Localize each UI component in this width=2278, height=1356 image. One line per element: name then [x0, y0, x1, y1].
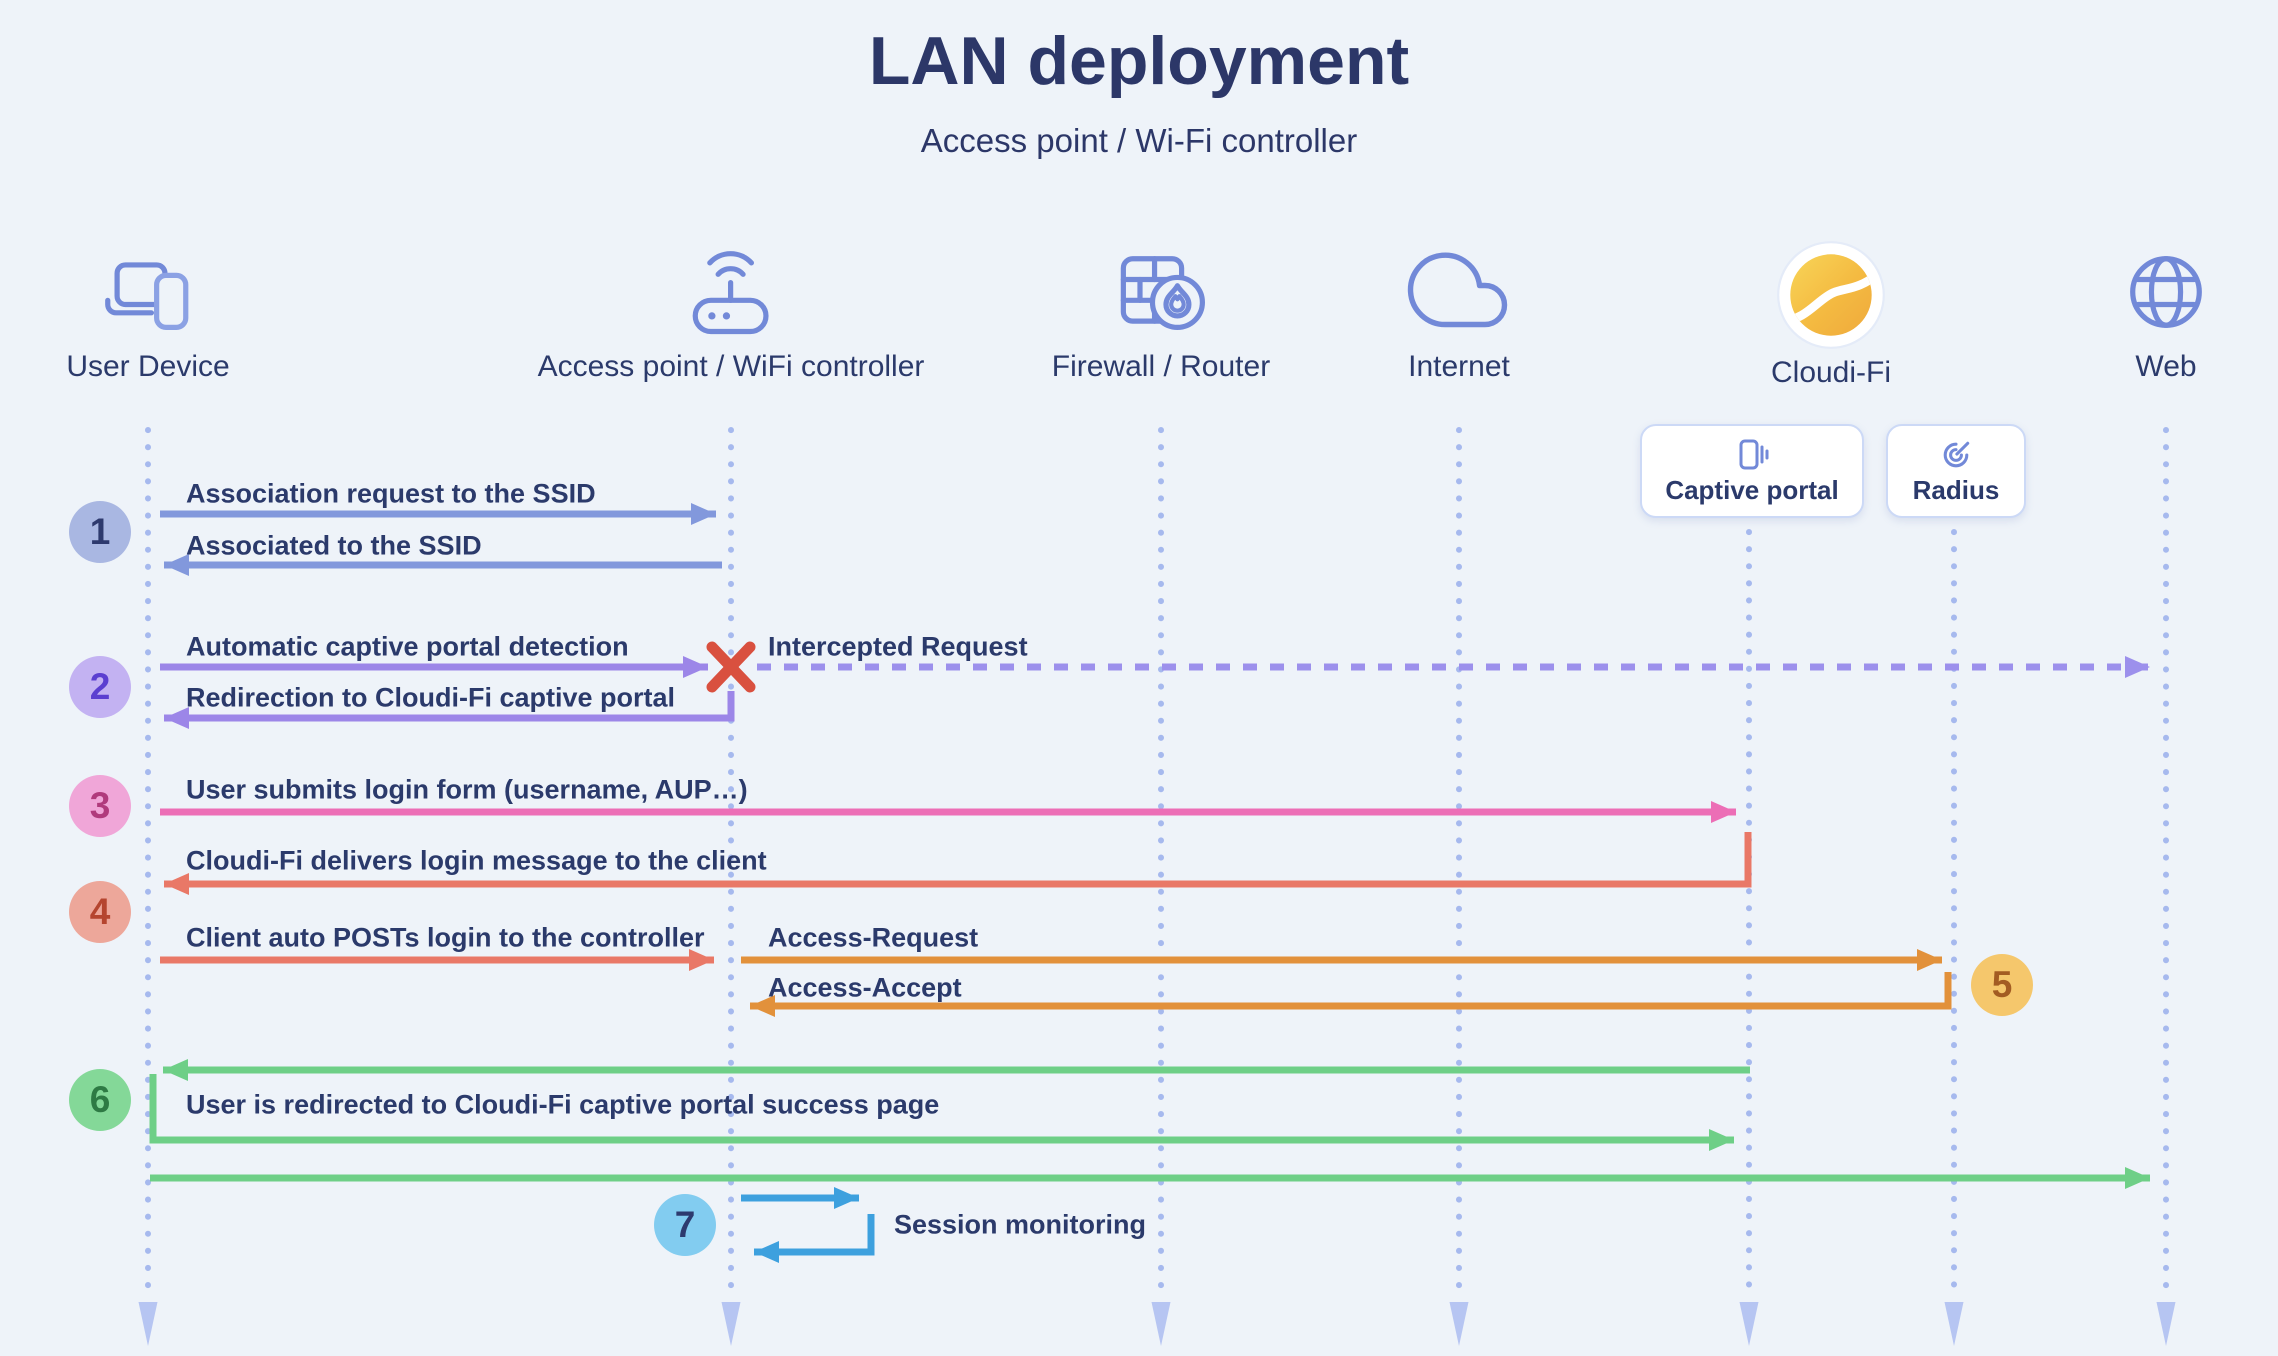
message-access-request: Access-Request [768, 922, 979, 953]
message-captive-portal-detection: Automatic captive portal detection [186, 631, 629, 662]
message-redirection-captive-portal: Redirection to Cloudi-Fi captive portal [186, 682, 676, 713]
step-1-badge: 1 [69, 501, 131, 563]
message-client-auto-post: Client auto POSTs login to the controlle… [186, 922, 705, 953]
page-subtitle: Access point / Wi-Fi controller [920, 122, 1358, 159]
message-access-accept: Access-Accept [768, 972, 962, 1003]
step-4-badge: 4 [69, 881, 131, 943]
step-7-badge: 7 [654, 1194, 716, 1256]
lane-header-cloudifi: Cloudi-Fi [1771, 240, 1891, 390]
lane-end-arrow [1944, 1302, 1964, 1346]
cloud-icon [1407, 252, 1508, 328]
arrow-login-message-to-client [164, 832, 1752, 895]
lane-header-access-point: Access point / WiFi controller [537, 240, 925, 384]
lane-end-arrow [2156, 1302, 2176, 1346]
firewall-flame-icon [1120, 256, 1206, 330]
radius-box: Radius [1886, 424, 2026, 518]
captive-portal-icon [1739, 439, 1769, 469]
step-3-badge: 3 [69, 775, 131, 837]
cloudifi-logo [1777, 241, 1885, 349]
lane-end-arrow [1739, 1302, 1759, 1346]
step-2-badge: 2 [69, 656, 131, 718]
lane-end-arrow [1449, 1302, 1469, 1346]
page-title: LAN deployment [868, 23, 1410, 99]
lifeline-end-arrows [138, 1302, 2176, 1346]
message-intercepted-request: Intercepted Request [768, 631, 1028, 662]
radius-label: Radius [1912, 474, 2000, 505]
radius-icon [1943, 441, 1970, 467]
laptop-phone-icon [104, 262, 189, 330]
lane-label-access-point: Access point / WiFi controller [537, 350, 925, 383]
lane-label-web: Web [2135, 350, 2197, 383]
lane-header-user-device: User Device [66, 240, 230, 384]
lane-header-web: Web [2114, 240, 2218, 384]
lane-label-cloudifi: Cloudi-Fi [1770, 356, 1892, 389]
step-6-badge: 6 [69, 1069, 131, 1131]
message-redirect-success-page: User is redirected to Cloudi-Fi captive … [186, 1089, 940, 1120]
lifelines [145, 427, 2169, 1295]
arrow-session-monitoring-back [754, 1214, 875, 1263]
lane-header-firewall: Firewall / Router [1052, 240, 1270, 384]
captive-portal-label: Captive portal [1665, 474, 1839, 505]
lane-end-arrow [721, 1302, 741, 1346]
message-session-monitoring: Session monitoring [894, 1209, 1147, 1240]
lane-label-internet: Internet [1408, 350, 1510, 383]
message-user-submits-login: User submits login form (username, AUP…) [186, 774, 748, 805]
arrow-access-accept [750, 972, 1952, 1017]
message-association-request: Association request to the SSID [186, 478, 596, 509]
globe-icon [2130, 256, 2202, 328]
lane-end-arrow [1151, 1302, 1171, 1346]
wifi-router-icon [693, 251, 769, 335]
message-login-message-to-client: Cloudi-Fi delivers login message to the … [186, 845, 767, 876]
message-associated: Associated to the SSID [186, 530, 482, 561]
captive-portal-box: Captive portal [1640, 424, 1864, 518]
blocked-x-icon [706, 641, 756, 693]
lane-label-firewall: Firewall / Router [1051, 350, 1271, 383]
lane-label-user-device: User Device [66, 350, 230, 383]
lane-end-arrow [138, 1302, 158, 1346]
arrow-redirect-success-page [149, 1074, 1734, 1151]
arrow-redirection-captive-portal [164, 691, 735, 729]
lane-header-internet: Cloudi-Fi Internet [1407, 240, 1511, 384]
step-5-badge: 5 [1971, 954, 2033, 1016]
